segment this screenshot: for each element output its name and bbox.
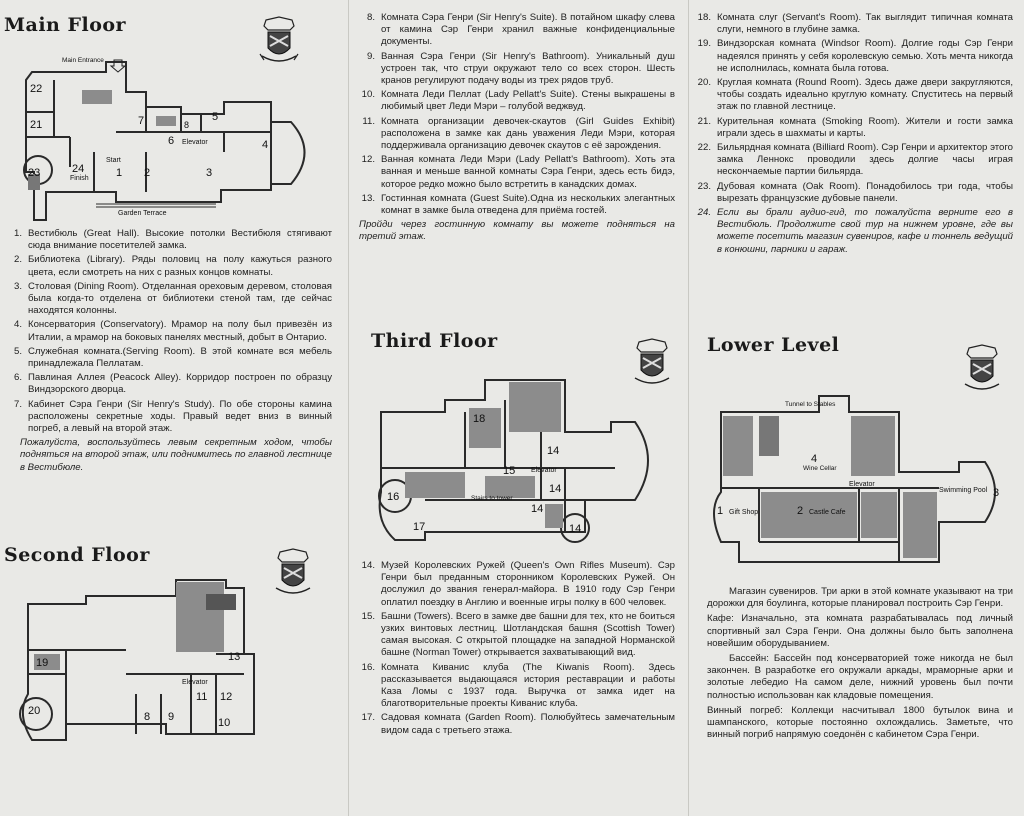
list-item: 12.Ванная комната Леди Мэри (Lady Pellat… <box>361 154 675 190</box>
room-9: 9 <box>168 711 174 723</box>
list-item: Кафе: Изначально, эта комната разрабатыв… <box>707 613 1013 649</box>
room-20: 20 <box>28 705 40 717</box>
tunnel-label: Tunnel to Stables <box>785 401 836 408</box>
room-8: 8 <box>184 120 189 130</box>
room-14: 14 <box>569 523 581 535</box>
list-item: 6.Павлиная Аллея (Peacock Alley). Коррид… <box>13 372 332 396</box>
column-third-lower: 18.Комната слуг (Servant's Room). Так вы… <box>688 0 1024 816</box>
list-item: 18.Комната слуг (Servant's Room). Так вы… <box>697 12 1013 36</box>
list-item: 5.Служебная комната.(Serving Room). В эт… <box>13 345 332 370</box>
third-floor-list: 14.Музей Королевских Ружей (Queen's Own … <box>359 560 675 739</box>
list-item: 11.Комната организации девочек-скаутов (… <box>362 115 675 152</box>
third-floor-heading: Third Floor <box>371 330 498 352</box>
column-second-third: 8.Комната Сэра Генри (Sir Henry's Suite)… <box>348 0 688 816</box>
room-4: 4 <box>262 139 268 151</box>
lower-level-list: Магазин сувениров. Три арки в этой комна… <box>707 586 1013 744</box>
column-main-second: Main Floor Main Ent <box>0 0 348 816</box>
garden-terrace-label: Garden Terrace <box>118 210 167 217</box>
room-2: 2 <box>144 167 150 179</box>
main-floor-list: 1.Вестибюль (Great Hall). Высокие потолк… <box>6 228 332 477</box>
main-entrance-label: Main Entrance <box>62 57 104 64</box>
room-2: 2 <box>797 505 803 517</box>
room-17: 17 <box>413 521 425 533</box>
wine-cellar-label: Wine Cellar <box>803 465 837 472</box>
castle-crest-icon <box>964 344 1000 390</box>
room-13: 13 <box>228 651 240 663</box>
list-item: 19.Виндзорская комната (Windsor Room). Д… <box>697 38 1013 74</box>
list-item: Винный погреб: Коллекци насчитывал 1800 … <box>707 704 1013 741</box>
stairs-to-tower-label: Stairs to tower <box>471 495 513 502</box>
room-4: 4 <box>811 453 817 465</box>
list-item: 22.Бильярдная комната (Billiard Room). С… <box>697 142 1013 178</box>
room-10: 10 <box>218 717 230 729</box>
second-floor-note: Пройди через гостинную комнату вы можете… <box>359 219 675 243</box>
list-item: 9.Ванная Сэра Генри (Sir Henry's Bathroo… <box>366 50 675 87</box>
room-1: 1 <box>717 505 723 517</box>
elevator-label: Elevator <box>531 467 557 474</box>
room-14: 14 <box>549 483 561 495</box>
room-7: 7 <box>138 115 144 127</box>
list-item: Магазин сувениров. Три арки в этой комна… <box>707 586 1013 610</box>
room-18: 18 <box>473 413 485 425</box>
castle-crest-icon <box>634 338 670 384</box>
room-8: 8 <box>144 711 150 723</box>
list-item: 21.Курительная комната (Smoking Room). Ж… <box>697 115 1013 139</box>
second-floor-list: 8.Комната Сэра Генри (Sir Henry's Suite)… <box>359 12 675 247</box>
list-item: 8.Комната Сэра Генри (Sir Henry's Suite)… <box>366 12 675 48</box>
main-floor-heading: Main Floor <box>4 14 127 36</box>
list-item: 24.Если вы брали аудио-гид, то пожалуйст… <box>697 207 1013 255</box>
third-floor-plan: 18 14 15 16 17 14 14 14 Elevator Stairs … <box>378 379 649 543</box>
room-3: 3 <box>993 487 999 499</box>
main-floor-plan: Main Entrance Start Finish Elevator Gard… <box>23 57 306 221</box>
room-14: 14 <box>531 503 543 515</box>
finish-label: Finish <box>70 175 89 182</box>
elevator-label: Elevator <box>182 679 208 686</box>
list-item: 15.Башни (Towers). Всего в замке две баш… <box>361 610 675 659</box>
swimming-pool-label: Swimming Pool <box>939 487 988 494</box>
list-item: 23.Дубовая комната (Oak Room). Понадобил… <box>697 180 1013 204</box>
lower-level-plan: Tunnel to Stables Wine Cellar Elevator G… <box>713 395 999 563</box>
list-item: Бассейн: Бассейн под консерваторией тоже… <box>707 653 1013 701</box>
elevator-label: Elevator <box>849 481 875 488</box>
room-3: 3 <box>206 167 212 179</box>
castle-cafe-label: Castle Cafe <box>809 509 846 516</box>
list-item: 14.Музей Королевских Ружей (Queen's Own … <box>361 560 675 608</box>
room-19: 19 <box>36 657 48 669</box>
list-item: 16.Комната Киванис клуба (The Kiwanis Ro… <box>361 661 675 710</box>
room-5: 5 <box>212 111 218 123</box>
room-24: 24 <box>72 163 84 175</box>
list-item: 2.Библиотека (Library). Ряды половиц на … <box>13 254 332 278</box>
main-floor-note: Пожалуйста, воспользуйтесь левым секретн… <box>20 437 332 473</box>
list-item: 3.Столовая (Dining Room). Отделанная оре… <box>13 280 332 317</box>
list-item: 13.Гостинная комната (Guest Suite).Одна … <box>361 192 675 217</box>
room-23: 23 <box>28 167 40 179</box>
list-item: 20.Круглая комната (Round Room). Здесь д… <box>697 77 1013 113</box>
elevator-label: Elevator <box>182 139 208 146</box>
room-6: 6 <box>168 135 174 147</box>
list-item: 10.Комната Леди Пеллат (Lady Pellatt's S… <box>361 89 675 113</box>
list-item: 4.Консерватория (Conservatory). Мрамор н… <box>13 319 332 343</box>
lower-level-heading: Lower Level <box>707 334 840 356</box>
list-item: 17.Садовая комната (Garden Room). Полюбу… <box>361 712 675 736</box>
second-floor-plan: 19 13 11 12 20 8 9 10 Elevator <box>19 579 255 741</box>
room-12: 12 <box>220 691 232 703</box>
room-21: 21 <box>30 119 42 131</box>
room-11: 11 <box>196 691 207 703</box>
castle-crest-icon <box>259 16 299 62</box>
castle-crest-icon <box>275 548 311 594</box>
start-label: Start <box>106 157 121 164</box>
second-floor-heading: Second Floor <box>4 544 150 566</box>
room-14: 14 <box>547 445 559 457</box>
room-15: 15 <box>503 465 515 477</box>
room-16: 16 <box>387 491 399 503</box>
room-1: 1 <box>116 167 122 179</box>
third-floor-list-continued: 18.Комната слуг (Servant's Room). Так вы… <box>695 12 1013 258</box>
gift-shop-label: Gift Shop <box>729 509 758 516</box>
list-item: 1.Вестибюль (Great Hall). Высокие потолк… <box>13 228 332 252</box>
room-22: 22 <box>30 83 42 95</box>
list-item: 7.Кабинет Сэра Генри (Sir Henry's Study)… <box>13 398 332 435</box>
